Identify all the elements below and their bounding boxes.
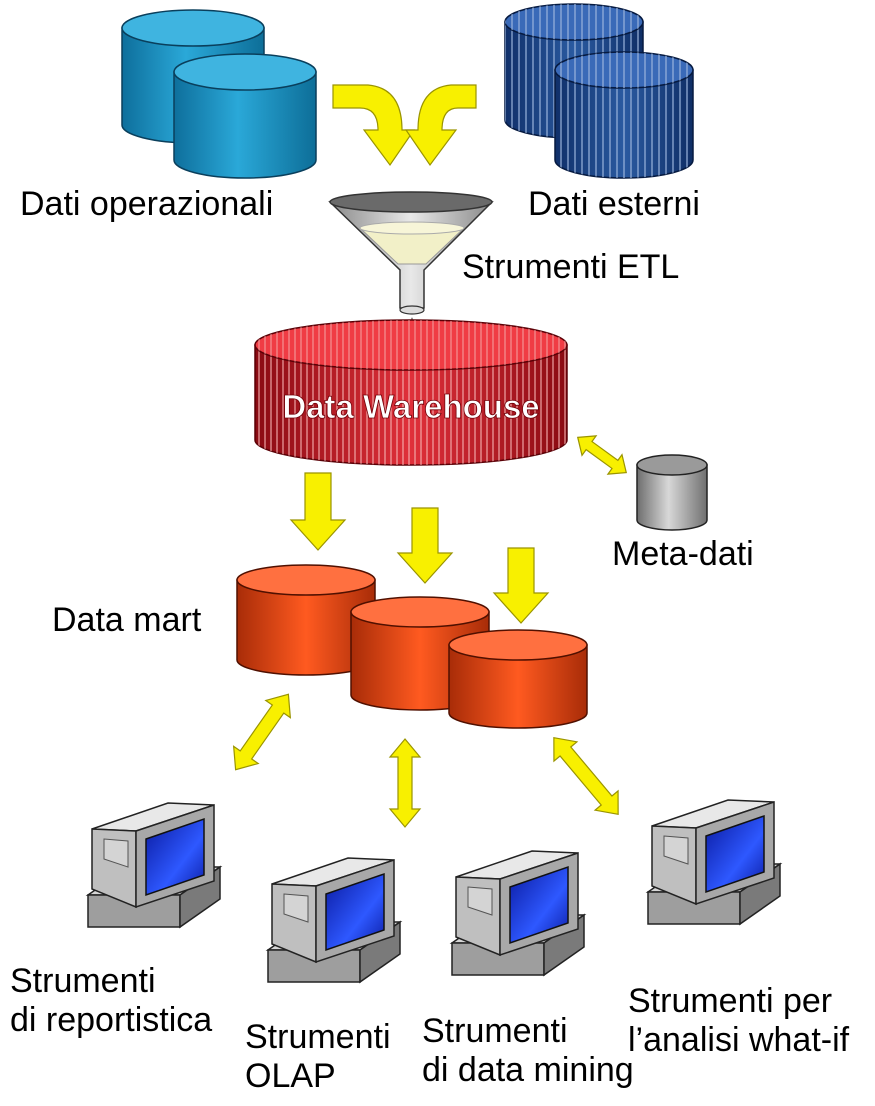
computer-screen bbox=[325, 872, 385, 952]
data-warehouse-label: Data Warehouse bbox=[282, 388, 539, 425]
etl-funnel-icon bbox=[328, 191, 494, 351]
warehouse-metadata-double-arrow bbox=[576, 435, 628, 475]
datamart-olap-double-arrow bbox=[388, 738, 422, 828]
computer-icon bbox=[85, 802, 223, 929]
computer-screen bbox=[705, 814, 765, 894]
computer-icon bbox=[265, 857, 403, 984]
warehouse-to-datamart2-arrow bbox=[396, 507, 454, 584]
datamart-cylinder-icon bbox=[448, 629, 588, 729]
datamart-cylinder-icon bbox=[236, 564, 376, 676]
datamart-label: Data mart bbox=[52, 601, 202, 639]
metadata-db-icon bbox=[636, 454, 708, 531]
computer-icon bbox=[449, 850, 587, 977]
data-warehouse-cylinder-icon: Data Warehouse bbox=[254, 319, 568, 466]
warehouse-to-datamart1-arrow bbox=[289, 472, 347, 551]
warehouse-to-datamart3-arrow bbox=[492, 547, 550, 624]
external-data-db-icon bbox=[504, 3, 694, 179]
computer-icon bbox=[645, 799, 783, 926]
computer-screen bbox=[509, 865, 569, 945]
external-data-label: Dati esterni bbox=[528, 185, 700, 223]
etl-tools-label: Strumenti ETL bbox=[462, 248, 680, 286]
datamart-whatif-double-arrow bbox=[553, 736, 619, 816]
external-to-etl-arrow bbox=[404, 84, 477, 167]
whatif-tools-label: Strumenti per l’analisi what-if bbox=[628, 982, 850, 1060]
metadata-label: Meta-dati bbox=[612, 535, 754, 573]
reporting-tools-label: Strumenti di reportistica bbox=[10, 962, 213, 1040]
operational-to-etl-arrow bbox=[332, 84, 416, 167]
computer-screen bbox=[145, 817, 205, 897]
operational-data-label: Dati operazionali bbox=[20, 185, 274, 223]
operational-data-db-icon bbox=[121, 9, 317, 179]
data-mining-tools-label: Strumenti di data mining bbox=[422, 1012, 634, 1090]
datamart-reporting-double-arrow bbox=[232, 693, 292, 771]
olap-tools-label: Strumenti OLAP bbox=[245, 1018, 391, 1096]
